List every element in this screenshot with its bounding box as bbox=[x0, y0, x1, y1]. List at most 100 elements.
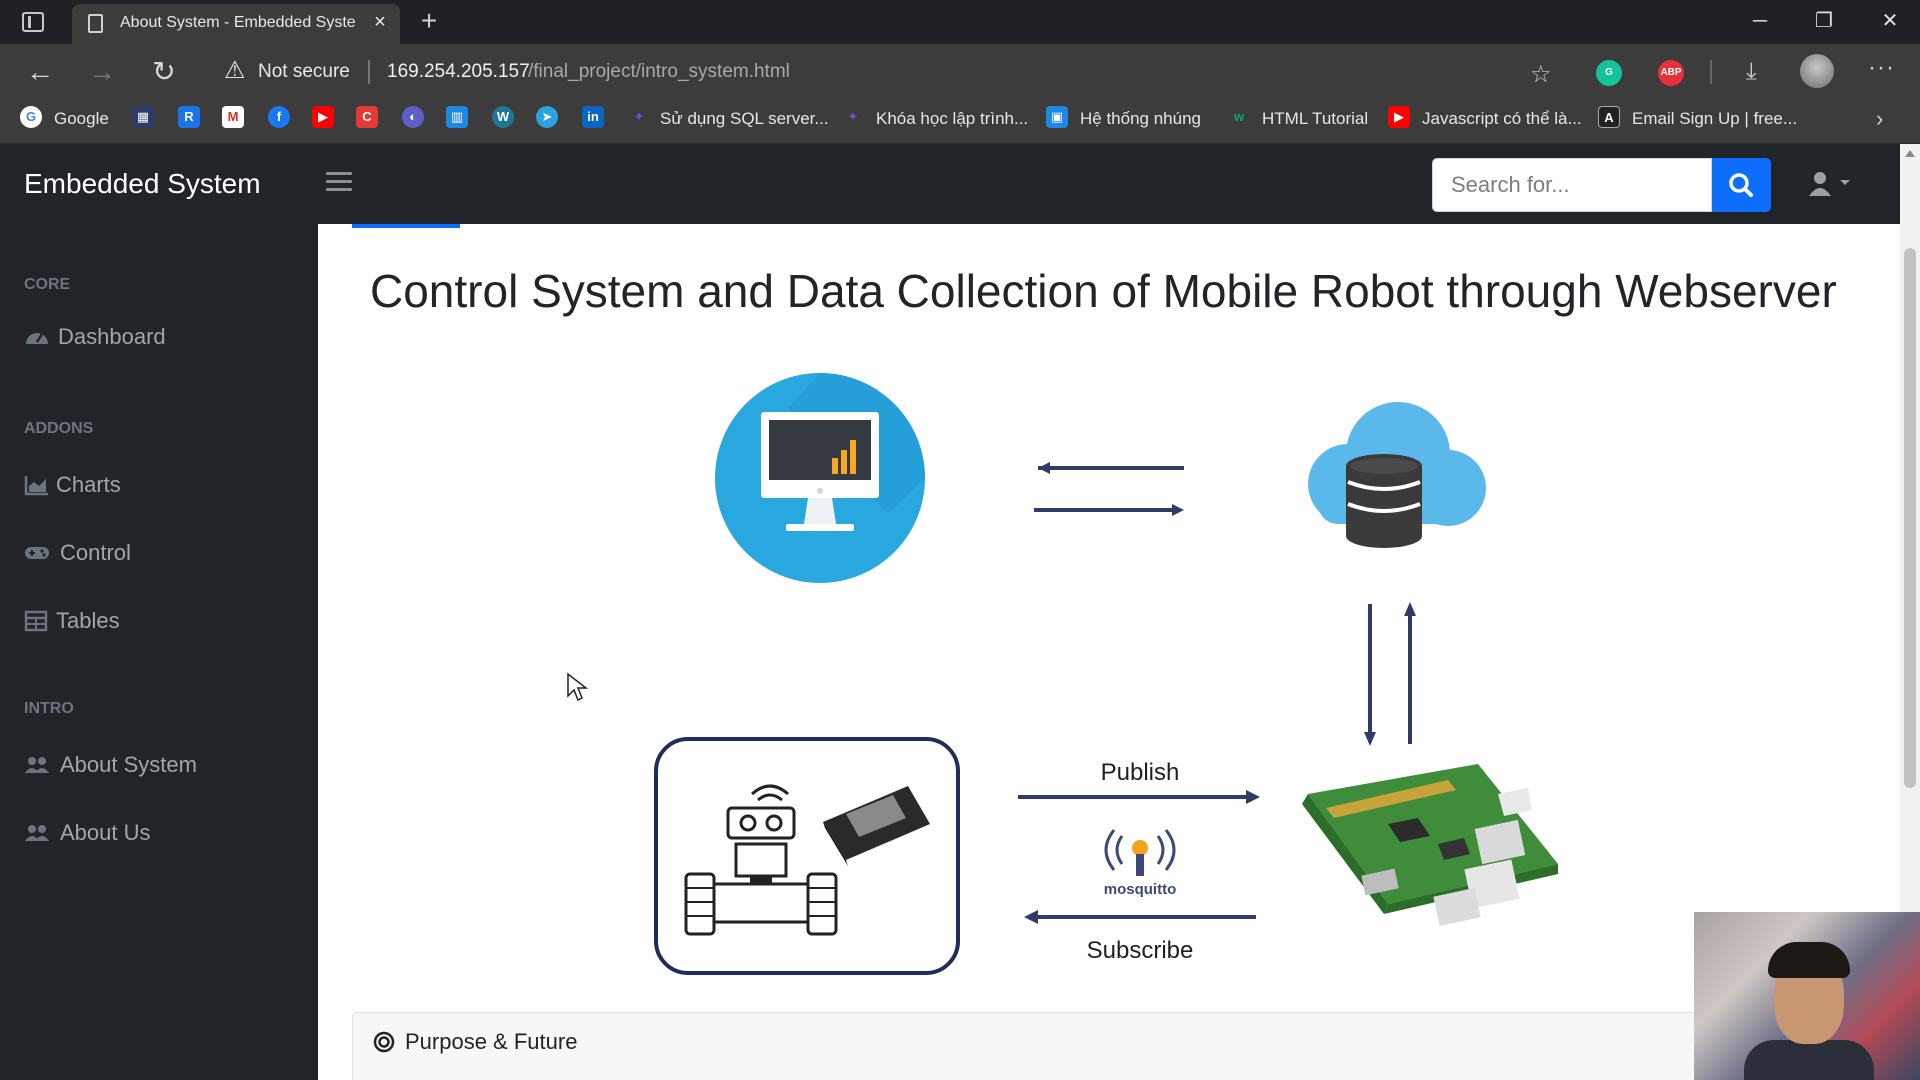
bookmark-google[interactable]: Google bbox=[54, 109, 109, 128]
bookmark-icon[interactable]: ✦ bbox=[633, 109, 645, 124]
bookmark-khoa-hoc[interactable]: Khóa học lập trình... bbox=[876, 109, 1029, 128]
bookmark-javascript[interactable]: Javascript có thể là... bbox=[1422, 109, 1582, 128]
users-icon bbox=[25, 825, 49, 841]
page-icon bbox=[88, 14, 103, 33]
close-window-button[interactable]: ✕ bbox=[1881, 10, 1899, 32]
sidebar-heading-intro: INTRO bbox=[24, 700, 74, 717]
mosquitto-logo-icon: mosquitto bbox=[1104, 829, 1177, 898]
sidebar-item-charts[interactable]: Charts bbox=[24, 470, 294, 500]
page-scrollbar[interactable] bbox=[1900, 144, 1920, 1080]
sidebar-heading-addons: ADDONS bbox=[24, 420, 94, 437]
youtube-icon[interactable]: ▶ bbox=[312, 106, 334, 128]
webcam-person-body bbox=[1744, 1040, 1874, 1080]
user-icon bbox=[1809, 172, 1850, 196]
wordpress-icon[interactable]: W bbox=[492, 106, 514, 128]
system-architecture-diagram: Publish mosquitto Subscribe bbox=[654, 373, 1558, 975]
bookmark-icon[interactable]: ✦ bbox=[847, 109, 859, 124]
cloud-pi-arrows bbox=[1364, 602, 1416, 746]
adblock-extension-icon[interactable]: ABP bbox=[1658, 60, 1684, 86]
publish-label: Publish bbox=[1101, 759, 1180, 786]
table-icon bbox=[24, 610, 48, 632]
browser-tab-active[interactable]: About System - Embedded Syste × bbox=[72, 4, 400, 44]
sidebar-item-label: Charts bbox=[56, 472, 121, 497]
scrollbar-thumb[interactable] bbox=[1904, 248, 1916, 788]
more-options-icon[interactable]: ··· bbox=[1868, 54, 1895, 81]
linkedin-icon[interactable]: in bbox=[582, 106, 604, 128]
chevron-right-icon[interactable]: › bbox=[1876, 106, 1884, 131]
forward-button[interactable]: → bbox=[88, 56, 116, 87]
sidebar-toggle-icon[interactable] bbox=[326, 172, 352, 194]
gmail-icon[interactable]: M bbox=[222, 106, 244, 128]
sidebar-heading-core: CORE bbox=[24, 276, 71, 293]
profile-avatar[interactable] bbox=[1800, 54, 1834, 88]
users-icon bbox=[25, 757, 49, 773]
scroll-up-icon[interactable] bbox=[1905, 150, 1915, 157]
sidebar-item-about-system[interactable]: About System bbox=[24, 750, 294, 780]
bookmark-icon[interactable]: ▣ bbox=[1046, 106, 1068, 128]
bookmark-icon[interactable]: C bbox=[356, 106, 378, 128]
search-input[interactable] bbox=[1432, 158, 1712, 212]
bookmark-sql-server[interactable]: Sử dụng SQL server... bbox=[660, 109, 829, 128]
tab-actions-icon[interactable] bbox=[22, 12, 44, 32]
sidebar-item-label: Dashboard bbox=[58, 324, 166, 349]
new-tab-button[interactable]: + bbox=[420, 5, 438, 36]
toolbar-divider bbox=[1710, 60, 1712, 84]
user-menu-button[interactable] bbox=[1804, 166, 1860, 202]
sidebar-item-label: Control bbox=[60, 540, 131, 565]
reload-button[interactable]: ↻ bbox=[152, 56, 176, 87]
gamepad-icon bbox=[25, 547, 49, 559]
brand-title[interactable]: Embedded System bbox=[24, 168, 261, 199]
sidebar-item-tables[interactable]: Tables bbox=[24, 606, 294, 636]
sidebar-item-label: About Us bbox=[60, 820, 151, 845]
mobile-robot-icon bbox=[654, 737, 960, 975]
minimize-window-button[interactable]: ─ bbox=[1752, 10, 1768, 32]
web-page: Embedded System CORE Dashboard AD bbox=[0, 144, 1920, 1080]
sidebar-nav: CORE Dashboard ADDONS Charts bbox=[0, 224, 318, 1080]
telegram-icon[interactable]: ➤ bbox=[536, 106, 558, 128]
sidebar-item-label: About System bbox=[60, 752, 197, 777]
bookmark-icon[interactable]: R bbox=[178, 106, 200, 128]
facebook-icon[interactable]: f bbox=[268, 106, 290, 128]
restore-window-button[interactable]: ❐ bbox=[1815, 10, 1833, 32]
trello-icon[interactable]: ▥ bbox=[446, 106, 468, 128]
url-host: 169.254.205.157 bbox=[387, 61, 530, 82]
sidebar-item-dashboard[interactable]: Dashboard bbox=[24, 322, 294, 352]
esp32-board-icon bbox=[823, 786, 930, 866]
url-omnibox[interactable]: ⚠ Not secure 169.254.205.157 /final_proj… bbox=[210, 52, 1570, 92]
sidebar-item-label: Tables bbox=[56, 608, 120, 633]
bookmark-he-thong-nhung[interactable]: Hệ thống nhúng bbox=[1080, 109, 1201, 128]
extension-label: G bbox=[1605, 67, 1613, 78]
sidebar-item-control[interactable]: Control bbox=[24, 538, 294, 568]
download-icon[interactable]: ⤓ bbox=[1746, 58, 1757, 85]
web-client-monitor-icon bbox=[715, 373, 925, 583]
tab-close-icon[interactable]: × bbox=[374, 11, 386, 33]
favorites-star-icon[interactable]: ☆ bbox=[1530, 61, 1552, 88]
raspberry-pi-board-icon bbox=[1302, 764, 1558, 927]
purpose-future-card: Purpose & Future bbox=[352, 1012, 1900, 1080]
bookmark-html-tutorial[interactable]: HTML Tutorial bbox=[1262, 109, 1369, 128]
webcam-person-hair bbox=[1768, 942, 1850, 978]
client-cloud-arrows bbox=[1034, 462, 1184, 516]
mosquitto-label: mosquitto bbox=[1104, 881, 1177, 898]
chart-area-icon bbox=[24, 476, 48, 496]
youtube-icon[interactable]: ▶ bbox=[1388, 106, 1410, 128]
grammarly-extension-icon[interactable]: G bbox=[1596, 60, 1622, 86]
bookmark-icon[interactable]: ◐ bbox=[402, 106, 424, 128]
sidebar-item-about-us[interactable]: About Us bbox=[24, 818, 294, 848]
subscribe-label: Subscribe bbox=[1087, 937, 1194, 964]
omnibox-divider bbox=[368, 60, 370, 84]
search-button[interactable] bbox=[1712, 158, 1771, 212]
bookmark-icon[interactable]: ▦ bbox=[132, 106, 154, 128]
google-icon[interactable]: G bbox=[20, 106, 42, 128]
address-bar: ← → ↻ ⚠ Not secure 169.254.205.157 /fina… bbox=[0, 44, 1920, 100]
back-button[interactable]: ← bbox=[26, 56, 54, 87]
dashboard-icon bbox=[26, 333, 48, 344]
cloud-database-icon bbox=[1308, 402, 1486, 548]
bookmark-email-signup[interactable]: Email Sign Up | free... bbox=[1632, 109, 1798, 128]
w3schools-icon[interactable]: w bbox=[1233, 109, 1245, 124]
bookmark-icon[interactable]: A bbox=[1598, 106, 1620, 128]
warning-icon: ⚠ bbox=[224, 57, 246, 84]
webcam-overlay bbox=[1694, 912, 1920, 1080]
security-status[interactable]: Not secure bbox=[258, 61, 350, 82]
browser-tab-bar: About System - Embedded Syste × + ─ ❐ ✕ bbox=[0, 0, 1920, 44]
